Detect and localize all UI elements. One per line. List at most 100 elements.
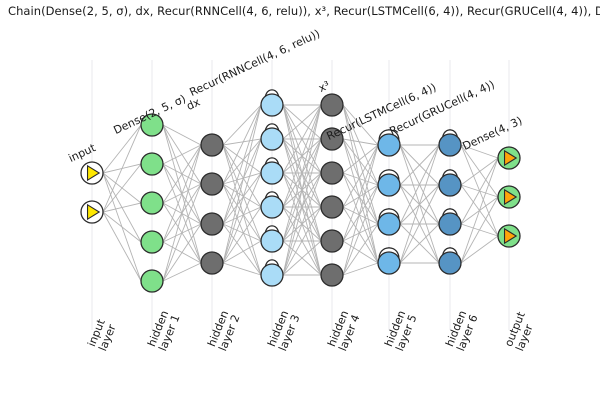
node-dense-1-2 <box>140 152 164 176</box>
edge-gru-to-dense-out <box>460 144 499 159</box>
node-circle <box>320 161 344 185</box>
edge-cube-to-lstm <box>342 206 379 225</box>
node-circle <box>200 212 224 236</box>
edge-cube-to-lstm <box>342 223 379 242</box>
node-circle <box>200 133 224 157</box>
edge-dx-to-rnn <box>222 104 262 225</box>
edge-dx-to-rnn <box>222 138 262 264</box>
node-circle <box>200 251 224 275</box>
edge-cube-to-lstm <box>342 144 379 276</box>
edge-dx-to-rnn <box>222 183 262 208</box>
edge-dx-to-rnn <box>222 172 262 264</box>
edge-input-to-dense-1 <box>102 211 142 282</box>
edge-cube-to-lstm <box>342 144 379 208</box>
node-rnn-4 <box>260 191 284 219</box>
edge-rnn-to-cube <box>282 138 322 276</box>
edge-cube-to-lstm <box>342 144 379 174</box>
node-lstm-4 <box>377 247 401 275</box>
edge-dense-1-to-dx <box>162 144 202 165</box>
edge-cube-to-lstm <box>342 223 379 276</box>
play-triangle-icon <box>86 203 101 221</box>
edge-dense-1-to-dx <box>162 144 202 282</box>
edge-dx-to-rnn <box>222 104 262 185</box>
node-lstm-1 <box>377 129 401 157</box>
edge-dx-to-rnn <box>222 104 262 146</box>
edge-input-to-dense-1 <box>102 124 142 174</box>
node-dense-1-3 <box>140 191 164 215</box>
edge-dx-to-rnn <box>222 138 262 146</box>
node-circle <box>140 113 164 137</box>
edge-cube-to-lstm <box>342 206 379 264</box>
edge-dense-1-to-dx <box>162 144 202 243</box>
edge-gru-to-dense-out <box>460 235 499 264</box>
edge-rnn-to-cube <box>282 240 322 276</box>
node-rnn-3 <box>260 157 284 185</box>
edge-lstm-to-gru <box>399 144 440 225</box>
node-cube-2 <box>320 127 344 151</box>
edge-gru-to-dense-out <box>460 157 499 186</box>
edge-cube-to-lstm <box>342 138 379 264</box>
node-circle <box>260 161 284 185</box>
edge-cube-to-lstm <box>342 104 379 146</box>
edge-gru-to-dense-out <box>460 157 499 225</box>
node-gru-4 <box>438 247 462 275</box>
edge-dx-to-rnn <box>222 172 262 185</box>
edge-dx-to-rnn <box>222 206 262 225</box>
edge-dx-to-rnn <box>222 144 262 242</box>
node-circle <box>320 195 344 219</box>
edge-rnn-to-cube <box>282 206 322 276</box>
edge-dx-to-rnn <box>222 138 262 225</box>
node-dx-3 <box>200 212 224 236</box>
edge-dx-to-rnn <box>222 206 262 264</box>
node-circle <box>260 127 284 151</box>
edge-cube-to-lstm <box>342 262 379 276</box>
node-circle <box>260 229 284 253</box>
node-circle <box>320 93 344 117</box>
edge-cube-to-lstm <box>342 144 379 242</box>
edge-gru-to-dense-out <box>460 157 499 264</box>
edge-input-to-dense-1 <box>102 124 142 213</box>
edge-rnn-to-cube <box>282 104 322 140</box>
node-lstm-3 <box>377 208 401 236</box>
node-circle <box>140 230 164 254</box>
node-dx-4 <box>200 251 224 275</box>
node-gru-2 <box>438 169 462 197</box>
edge-cube-to-lstm <box>342 104 379 225</box>
edge-lstm-to-gru <box>399 223 440 264</box>
node-cube-5 <box>320 229 344 253</box>
edge-dx-to-rnn <box>222 172 262 225</box>
nodes <box>80 89 521 293</box>
node-circle <box>377 251 401 275</box>
node-circle <box>140 269 164 293</box>
node-circle <box>320 229 344 253</box>
edge-dense-1-to-dx <box>162 124 202 146</box>
edge-dx-to-rnn <box>222 138 262 185</box>
edge-rnn-to-cube <box>282 172 322 276</box>
edge-lstm-to-gru <box>399 144 440 264</box>
node-dense-out-1 <box>497 146 521 170</box>
edge-dx-to-rnn <box>222 223 262 242</box>
edge-cube-to-lstm <box>342 138 379 146</box>
edge-dense-1-to-dx <box>162 144 202 204</box>
node-gru-1 <box>438 129 462 157</box>
node-dx-2 <box>200 172 224 196</box>
edge-cube-to-lstm <box>342 138 379 186</box>
edge-cube-to-lstm <box>342 138 379 225</box>
node-lstm-2 <box>377 169 401 197</box>
edge-lstm-to-gru <box>399 144 440 186</box>
node-cube-6 <box>320 263 344 287</box>
node-cube-4 <box>320 195 344 219</box>
node-cube-1 <box>320 93 344 117</box>
node-rnn-5 <box>260 225 284 253</box>
edge-rnn-to-cube <box>282 104 322 208</box>
node-dense-out-3 <box>497 224 521 248</box>
node-rnn-6 <box>260 259 284 287</box>
edge-dx-to-rnn <box>222 262 262 276</box>
node-circle <box>260 93 284 117</box>
edge-cube-to-lstm <box>342 172 379 225</box>
edge-dx-to-rnn <box>222 144 262 208</box>
play-triangle-icon <box>86 164 101 182</box>
edge-dx-to-rnn <box>222 183 262 276</box>
